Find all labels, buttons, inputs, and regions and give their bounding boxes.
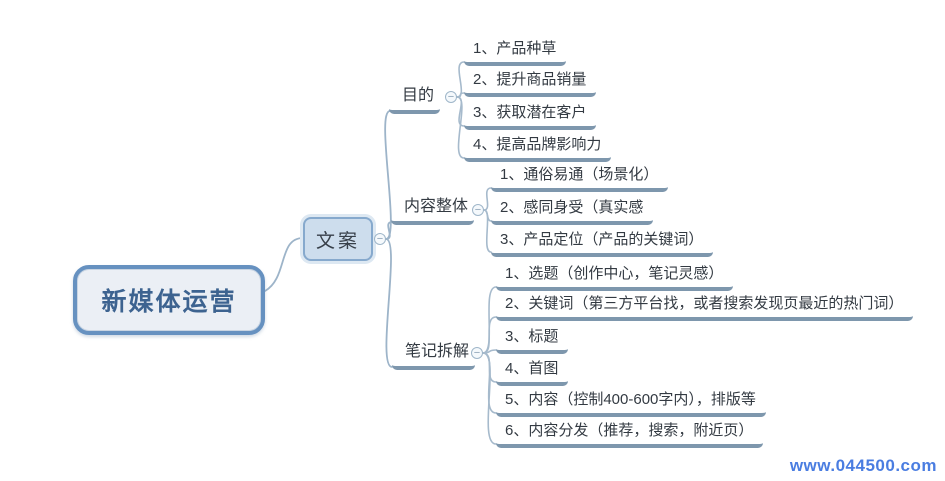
leaf-topic[interactable]: 2、提升商品销量 [464, 70, 597, 97]
leaf-topic[interactable]: 4、首图 [496, 359, 569, 386]
branch-content-overall[interactable]: 内容整体 [391, 196, 475, 225]
collapse-icon[interactable]: − [471, 347, 483, 359]
leaf-topic[interactable]: 4、提高品牌影响力 [464, 135, 612, 162]
branch-note-breakdown[interactable]: 笔记拆解 [392, 341, 476, 370]
branch-purpose[interactable]: 目的 [389, 85, 441, 114]
collapse-icon[interactable]: − [374, 233, 386, 245]
leaf-topic[interactable]: 2、感同身受（真实感 [491, 198, 654, 225]
leaf-topic[interactable]: 2、关键词（第三方平台找，或者搜索发现页最近的热门词） [496, 294, 914, 321]
leaf-topic[interactable]: 1、通俗易通（场景化） [491, 165, 669, 192]
root-topic[interactable]: 新媒体运营 [73, 265, 265, 335]
leaf-topic[interactable]: 6、内容分发（推荐，搜索，附近页） [496, 421, 764, 448]
leaf-topic[interactable]: 3、产品定位（产品的关键词） [491, 230, 714, 257]
leaf-topic[interactable]: 1、产品种草 [464, 39, 567, 66]
watermark-url: www.044500.com [789, 456, 937, 475]
leaf-topic[interactable]: 1、选题（创作中心，笔记灵感） [496, 264, 734, 291]
leaf-topic[interactable]: 3、标题 [496, 327, 569, 354]
collapse-icon[interactable]: − [445, 91, 457, 103]
topic-copywriting[interactable]: 文案 [303, 217, 373, 261]
leaf-topic[interactable]: 5、内容（控制400-600字内），排版等 [496, 390, 766, 417]
collapse-icon[interactable]: − [472, 204, 484, 216]
leaf-topic[interactable]: 3、获取潜在客户 [464, 103, 597, 130]
